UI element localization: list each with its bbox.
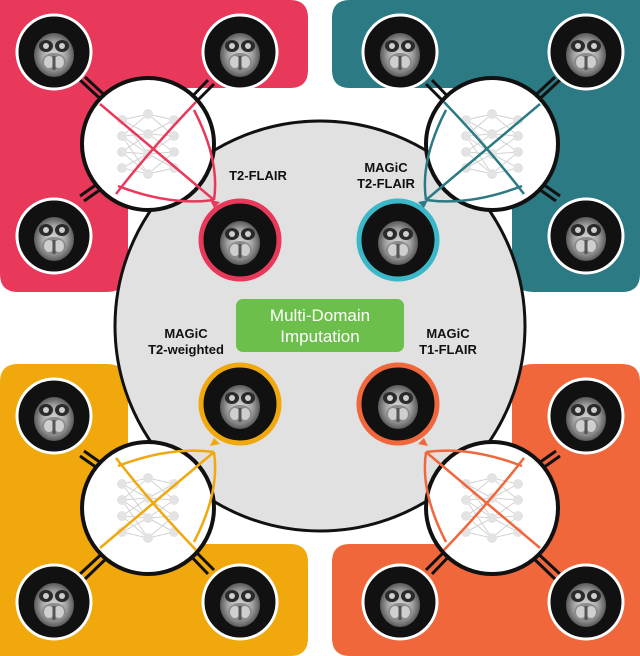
nn-circle-top-right <box>423 76 560 212</box>
brain-mri-icon <box>220 221 260 265</box>
brain-tr-3 <box>547 197 625 275</box>
brain-mri-icon <box>378 221 418 265</box>
brain-bl-2 <box>15 563 93 641</box>
label-line: MAGiC <box>164 326 208 341</box>
label-line: T2-FLAIR <box>229 168 287 183</box>
label-magic-t1-flair: MAGiC T1-FLAIR <box>408 326 488 358</box>
target-brain-magic-t2-weighted <box>198 362 282 446</box>
brain-tr-2 <box>547 13 625 91</box>
target-brain-magic-t2-flair <box>356 198 440 282</box>
nn-circle-bottom-right <box>423 440 560 576</box>
brain-bl-1 <box>15 377 93 455</box>
brain-mri-icon <box>380 33 420 77</box>
nn-circle-top-left <box>80 76 217 212</box>
center-title-line2: Imputation <box>280 326 360 346</box>
label-magic-t2-flair: MAGiC T2-FLAIR <box>346 160 426 192</box>
brain-mri-icon <box>566 33 606 77</box>
group-bottom-left <box>15 377 279 641</box>
brain-br-2 <box>361 563 439 641</box>
label-line: T1-FLAIR <box>419 342 477 357</box>
brain-mri-icon <box>34 33 74 77</box>
label-line: MAGiC <box>364 160 408 175</box>
target-brain-magic-t1-flair <box>356 362 440 446</box>
brain-tl-1 <box>15 13 93 91</box>
group-top-left <box>15 13 279 275</box>
brain-mri-icon <box>380 583 420 627</box>
brain-tl-2 <box>201 13 279 91</box>
brain-mri-icon <box>220 583 260 627</box>
brain-mri-icon <box>566 217 606 261</box>
brain-mri-icon <box>566 397 606 441</box>
brain-mri-icon <box>220 33 260 77</box>
brain-tr-1 <box>361 13 439 91</box>
brain-mri-icon <box>34 583 74 627</box>
brain-br-3 <box>547 563 625 641</box>
nn-circle-bottom-left <box>80 440 217 576</box>
brain-tl-3 <box>15 197 93 275</box>
group-top-right <box>361 13 625 275</box>
multi-domain-imputation-box: Multi-Domain Imputation <box>236 299 404 352</box>
label-magic-t2-weighted: MAGiC T2-weighted <box>134 326 238 358</box>
brain-mri-icon <box>34 217 74 261</box>
brain-br-1 <box>547 377 625 455</box>
brain-mri-icon <box>34 397 74 441</box>
label-line: T2-weighted <box>148 342 224 357</box>
group-bottom-right <box>361 377 625 641</box>
brain-mri-icon <box>220 385 260 429</box>
label-line: MAGiC <box>426 326 470 341</box>
center-title-line1: Multi-Domain <box>269 305 371 325</box>
label-line: T2-FLAIR <box>357 176 415 191</box>
brain-mri-icon <box>378 385 418 429</box>
target-brain-t2-flair <box>198 198 282 282</box>
brain-bl-3 <box>201 563 279 641</box>
brain-mri-icon <box>566 583 606 627</box>
label-t2-flair: T2-FLAIR <box>218 168 298 184</box>
